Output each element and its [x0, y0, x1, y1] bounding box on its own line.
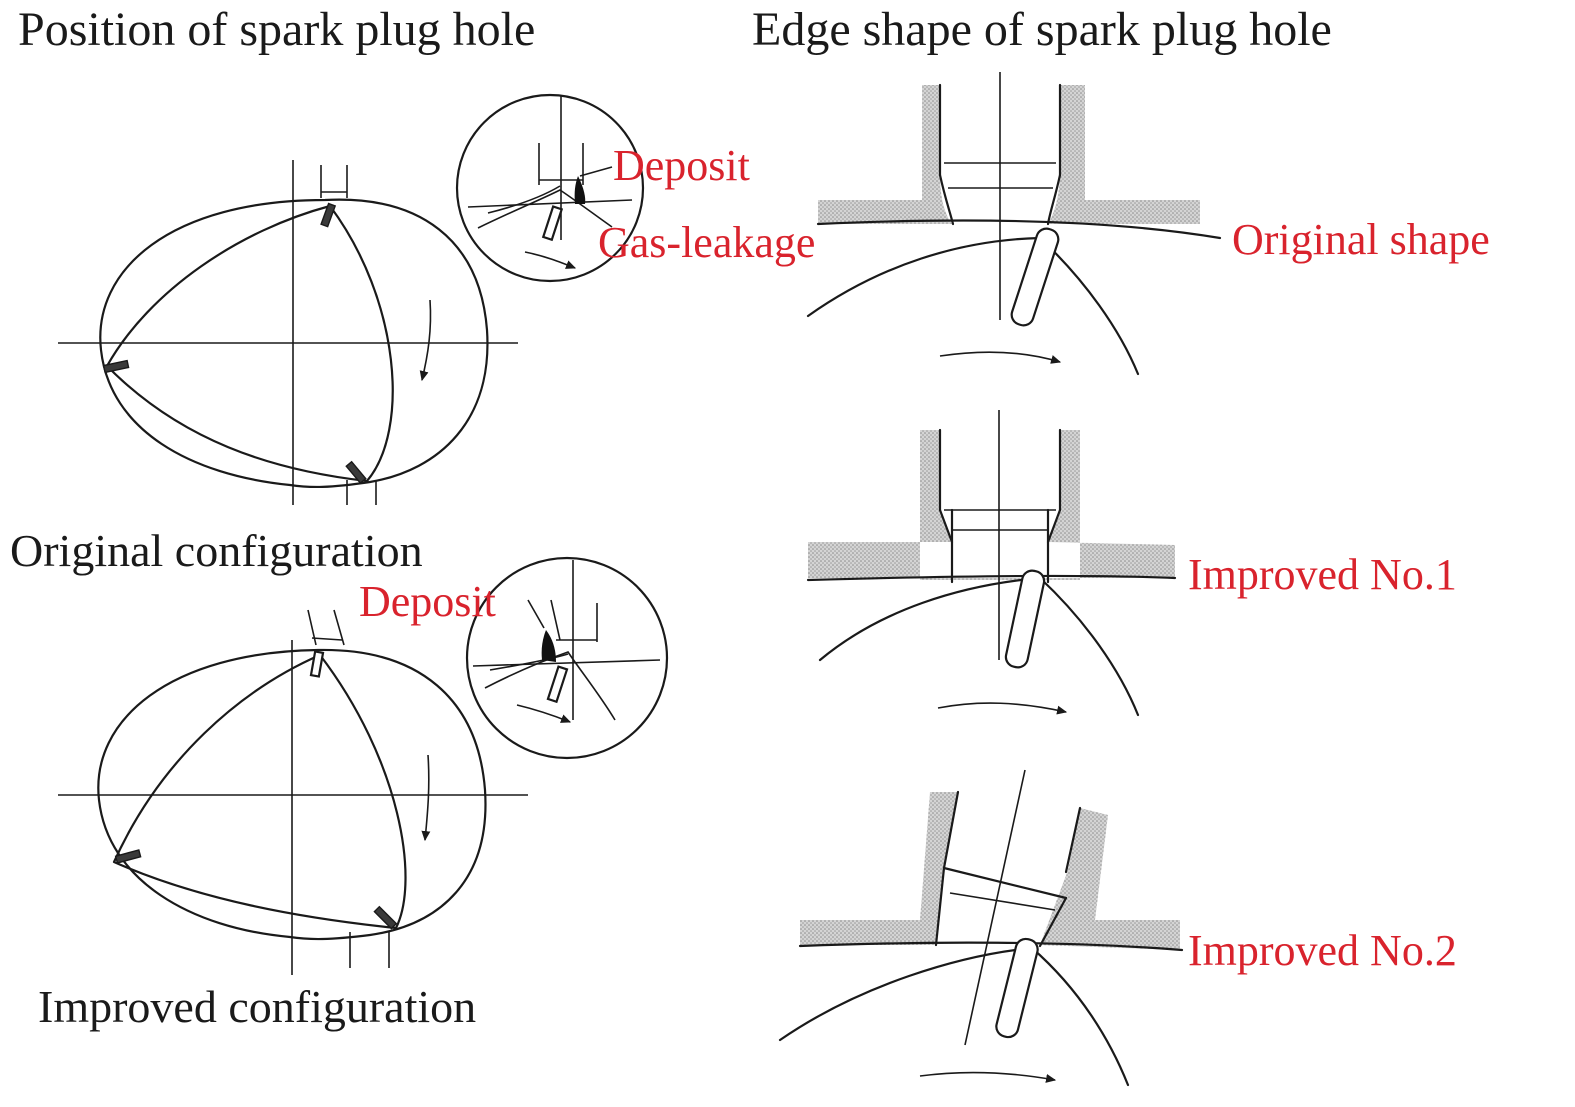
original-housing-outline	[99, 198, 489, 489]
edge-improved2-plug	[995, 937, 1039, 1039]
improved-inset-circle	[465, 556, 669, 760]
edge-original-housing-surface	[816, 219, 1222, 240]
original-apex-seal-top	[320, 202, 337, 228]
improved-inset	[465, 556, 669, 760]
original-deposit-mark	[574, 176, 586, 204]
callout-original-deposit: Deposit	[613, 141, 750, 190]
edge-improved1-housing-surface	[806, 574, 1177, 582]
original-apex-seal-left	[102, 359, 130, 374]
edge-improved2-housing-surface	[798, 941, 1184, 952]
label-improved-configuration: Improved configuration	[38, 981, 477, 1032]
heading-position: Position of spark plug hole	[18, 3, 536, 56]
heading-edge-shape: Edge shape of spark plug hole	[752, 3, 1332, 56]
edge-improved1-plug	[1004, 569, 1046, 669]
edge-original-diagram	[806, 72, 1222, 376]
original-inset-circle	[455, 93, 645, 283]
improved-rotation-arrow	[421, 754, 431, 842]
original-apex-seal-bottom	[345, 460, 367, 485]
label-original-shape: Original shape	[1232, 215, 1490, 264]
improved-deposit-mark	[541, 630, 556, 662]
improved-housing-diagram	[58, 609, 528, 975]
original-rotation-arrow	[419, 299, 432, 382]
improved-apex-seal-bottom	[373, 905, 398, 930]
original-inset	[455, 93, 645, 283]
edge-original-plug	[1010, 227, 1060, 327]
label-original-configuration: Original configuration	[10, 525, 423, 576]
callout-gas-leakage: Gas-leakage	[598, 218, 816, 267]
edge-improved1-diagram	[806, 410, 1177, 717]
improved-apex-seal-left	[114, 849, 142, 864]
improved-housing-outline	[97, 648, 487, 941]
edge-improved2-diagram	[778, 769, 1184, 1087]
improved-rotor	[112, 653, 407, 930]
original-rotor	[105, 204, 394, 483]
original-housing-diagram	[58, 160, 518, 505]
label-improved-no1: Improved No.1	[1188, 550, 1457, 599]
label-improved-no2: Improved No.2	[1188, 926, 1457, 975]
improved-apex-seal-top	[309, 650, 325, 678]
callout-improved-deposit: Deposit	[359, 577, 496, 626]
